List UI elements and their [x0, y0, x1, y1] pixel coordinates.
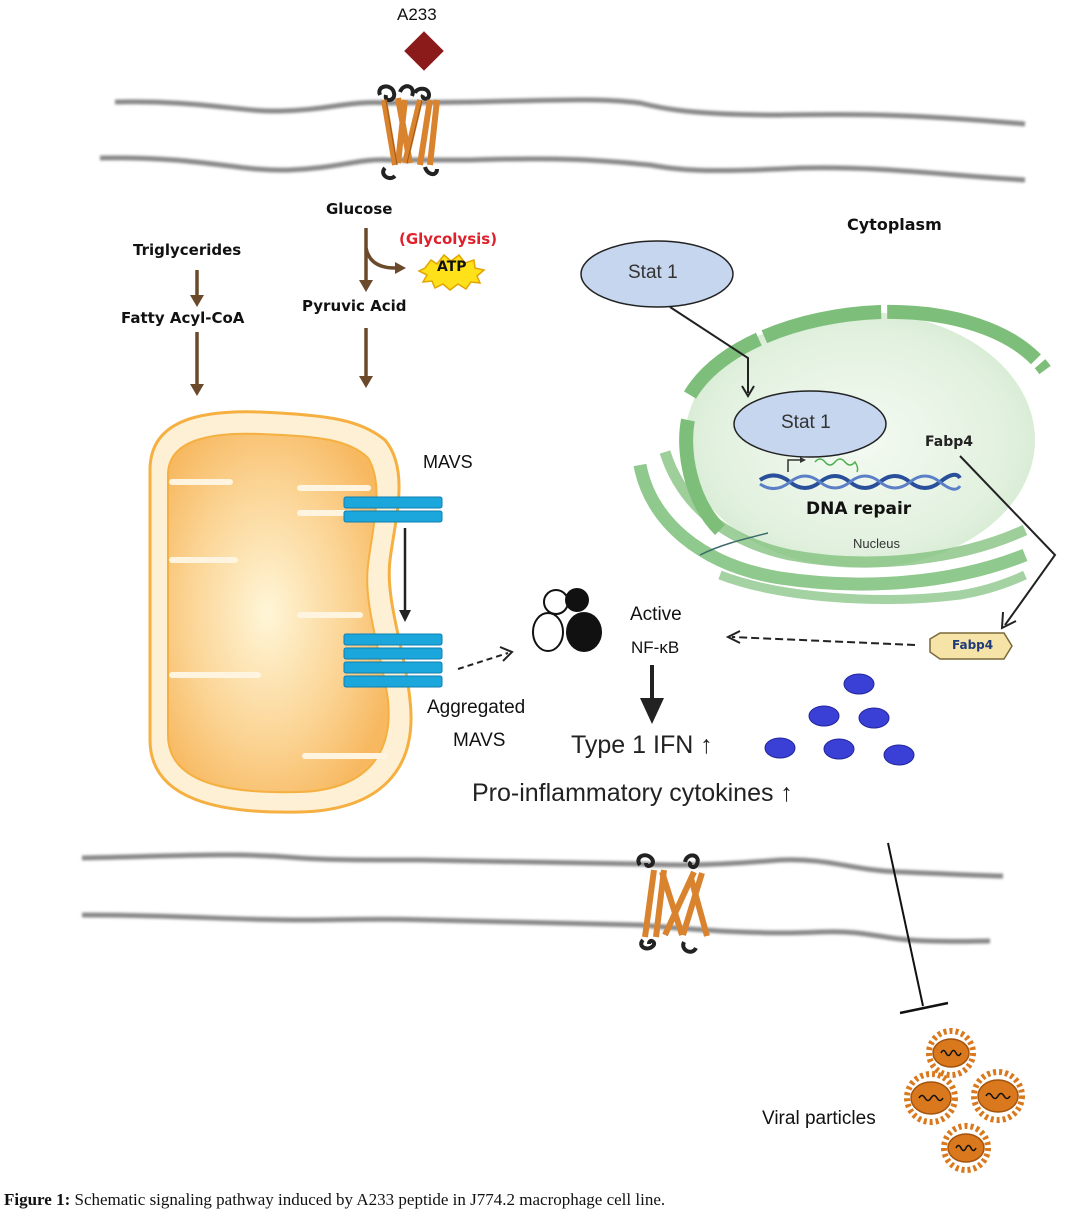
- top-receptor-icon: [377, 84, 440, 181]
- top-membrane: [99, 97, 1026, 183]
- nucleus-label: Nucleus: [853, 536, 900, 551]
- a233-ligand-icon: [404, 31, 444, 71]
- mavs-monomer-icon: [343, 496, 443, 523]
- nfkb-label: NF-κB: [631, 638, 680, 657]
- glycolysis-label: (Glycolysis): [399, 230, 498, 248]
- mavs-aggregation-arrow: [399, 528, 411, 622]
- mavs-aggregate-icon: [343, 633, 443, 688]
- mavs-to-nfkb-arrow: [457, 646, 514, 670]
- cytokines-icon: [764, 673, 915, 766]
- aggregated-mavs-label-line2: MAVS: [453, 730, 506, 751]
- triglycerides-label: Triglycerides: [133, 241, 242, 259]
- stat1-cytoplasm-node: [580, 240, 734, 308]
- viral-particles-icon: [904, 1028, 1025, 1173]
- viral-particles-label: Viral particles: [762, 1108, 876, 1129]
- dna-repair-label: DNA repair: [806, 499, 912, 519]
- stat1-nucleus-label: Stat 1: [781, 412, 831, 433]
- dna-helix-icon: [758, 457, 962, 491]
- fatty-acyl-coa-label: Fatty Acyl-CoA: [121, 309, 245, 327]
- pyruvic-acid-label: Pyruvic Acid: [302, 297, 407, 315]
- figure-caption-text: Schematic signaling pathway induced by A…: [70, 1190, 666, 1209]
- figure-caption: Figure 1: Schematic signaling pathway in…: [4, 1190, 665, 1210]
- mitochondrion: [148, 410, 413, 814]
- nucleus: [633, 304, 1051, 604]
- virus-inhibition-line: [887, 842, 949, 1015]
- cytokines-label: Pro-inflammatory cytokines ↑: [472, 779, 793, 807]
- atp-burst-icon: [417, 253, 486, 291]
- bottom-membrane: [81, 852, 1004, 944]
- cytoplasm-label: Cytoplasm: [847, 215, 942, 234]
- fabp4-to-nfkb-arrow: [725, 630, 916, 646]
- fabp4-protein-icon: [929, 632, 1013, 660]
- metabolism-arrows: [190, 228, 406, 396]
- ligand-label: A233: [397, 5, 437, 24]
- fabp4-gene-label: Fabp4: [925, 434, 973, 450]
- mavs-label: MAVS: [423, 452, 473, 472]
- type1-ifn-label: Type 1 IFN ↑: [571, 731, 713, 759]
- fabp4-protein-label: Fabp4: [952, 638, 994, 652]
- nfkb-complex-icon: [532, 588, 602, 652]
- stat1-nucleus-node: [733, 390, 887, 458]
- glucose-label: Glucose: [326, 200, 393, 218]
- stat1-cytoplasm-label: Stat 1: [628, 262, 678, 283]
- figure-caption-label: Figure 1:: [4, 1190, 71, 1209]
- bottom-receptor-icon: [636, 853, 710, 954]
- nfkb-to-ifn-arrow: [640, 665, 664, 724]
- atp-label: ATP: [437, 259, 467, 275]
- stat1-translocation-arrow: [669, 306, 755, 398]
- active-label: Active: [630, 604, 682, 625]
- fabp4-expression-arrow: [959, 455, 1057, 630]
- aggregated-mavs-label-line1: Aggregated: [427, 697, 526, 718]
